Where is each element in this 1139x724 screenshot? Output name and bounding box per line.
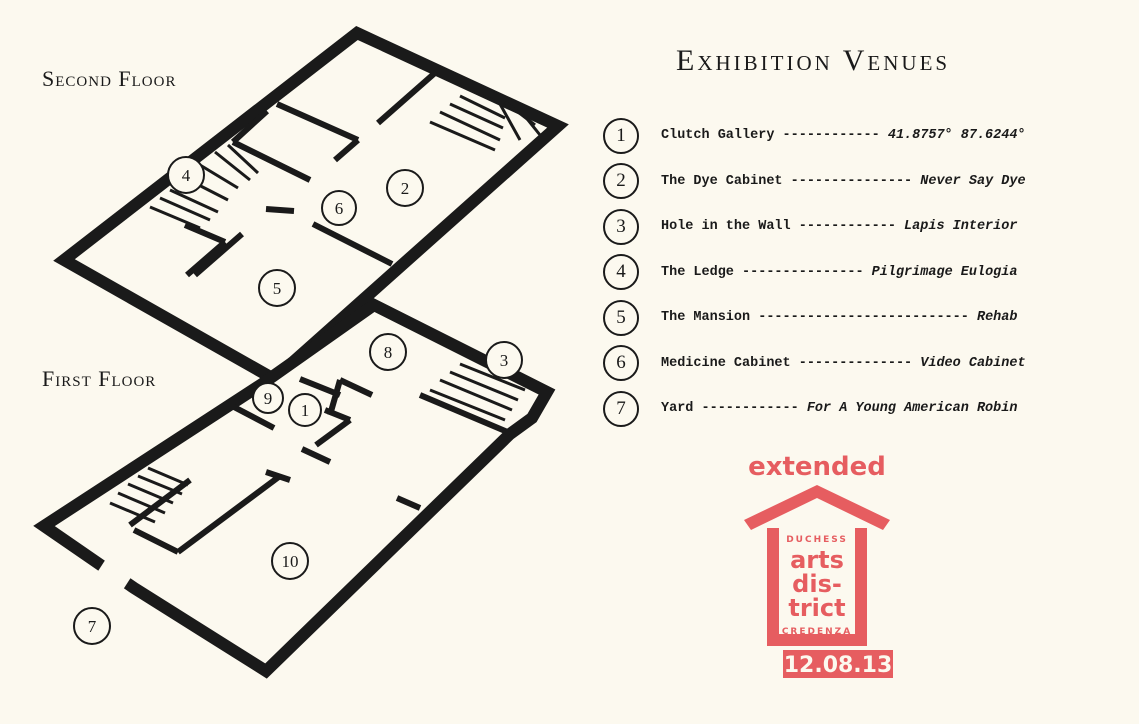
venue-name: Hole in the Wall: [661, 219, 791, 235]
venue-number: 5: [603, 299, 639, 336]
venue-item: 1 Clutch Gallery ------------ 41.8757° 87…: [603, 113, 1123, 159]
venue-leader: ---------------: [733, 264, 872, 280]
venue-item: 4 The Ledge --------------- Pilgrimage Eu…: [603, 250, 1123, 296]
venue-number: 7: [603, 390, 639, 427]
venue-item: 6 Medicine Cabinet -------------- Video C…: [603, 341, 1123, 387]
map-marker-number: 10: [282, 552, 299, 571]
map-marker-circle: [252, 382, 284, 414]
page-title: Exhibition Venues: [676, 44, 951, 77]
venue-item: 7 Yard ------------ For A Young American …: [603, 386, 1123, 432]
second-floor-walls: [183, 69, 438, 278]
first-floor-label: First Floor: [42, 366, 157, 391]
stamp-line1: arts: [790, 546, 844, 574]
venue-number: 6: [603, 345, 639, 382]
venue-text: The Ledge --------------- Pilgrimage Eul…: [661, 265, 1017, 280]
map-marker-number: 8: [384, 343, 393, 362]
stamp-date: 12.08.13: [784, 653, 893, 678]
venue-name: Clutch Gallery: [661, 128, 775, 144]
first-floor-outline: [33, 298, 556, 679]
venue-detail: 41.8757° 87.6244°: [887, 128, 1026, 144]
venue-detail: Rehab: [976, 310, 1018, 326]
venue-name: Yard: [661, 401, 694, 417]
stamp-line2: dis-: [792, 570, 842, 598]
venue-detail: Lapis Interior: [904, 219, 1018, 235]
venue-detail: Never Say Dye: [920, 173, 1026, 189]
venue-text: Medicine Cabinet -------------- Video Ca…: [661, 356, 1026, 371]
venue-name: The Ledge: [661, 264, 734, 280]
map-marker-number: 3: [500, 351, 509, 370]
venue-leader: --------------------------: [750, 310, 977, 326]
stamp-small-top: DUCHESS: [786, 535, 848, 545]
venue-name: The Dye Cabinet: [661, 173, 783, 189]
map-marker-number: 9: [264, 389, 273, 408]
first-floor-walls: [128, 376, 512, 555]
map-marker-circle: [386, 169, 424, 207]
venue-number: 3: [603, 208, 639, 245]
venue-item: 2 The Dye Cabinet --------------- Never S…: [603, 159, 1123, 205]
venue-leader: ---------------: [782, 173, 921, 189]
map-marker-circle: [369, 333, 407, 371]
venue-detail: Pilgrimage Eulogia: [871, 264, 1018, 280]
map-marker-circle: [271, 542, 309, 580]
venue-number: 1: [603, 117, 639, 154]
stamp-line3: trict: [788, 594, 845, 622]
map-marker-number: 4: [182, 166, 191, 185]
map-markers: 1 2 3 4 5 6 7 8 9 10: [73, 156, 523, 645]
venue-item: 3 Hole in the Wall ------------ Lapis Int…: [603, 204, 1123, 250]
second-floor-label: Second Floor: [42, 66, 177, 91]
venue-detail: Video Cabinet: [920, 355, 1026, 371]
venue-item: 5 The Mansion -------------------------- …: [603, 295, 1123, 341]
stamp-top-text: extended: [748, 452, 886, 482]
venue-text: Hole in the Wall ------------ Lapis Inte…: [661, 219, 1017, 234]
venue-leader: ------------: [774, 128, 888, 144]
map-marker-circle: [321, 190, 357, 226]
stamp-small-bottom: CREDENZA: [782, 627, 852, 637]
venue-detail: For A Young American Robin: [806, 401, 1018, 417]
stairs-icon: [429, 88, 542, 152]
venue-name: The Mansion: [661, 310, 751, 326]
map-marker-circle: [73, 607, 111, 645]
arts-district-stamp: extended DUCHESS arts dis- trict CREDENZ…: [744, 452, 893, 678]
venue-text: Clutch Gallery ------------ 41.8757° 87.…: [661, 128, 1026, 143]
map-marker-circle: [167, 156, 205, 194]
venue-number: 2: [603, 163, 639, 200]
map-marker-number: 5: [273, 279, 282, 298]
venue-text: The Dye Cabinet --------------- Never Sa…: [661, 174, 1026, 189]
venue-name: Medicine Cabinet: [661, 355, 791, 371]
venue-leader: ------------: [693, 401, 807, 417]
map-marker-number: 2: [401, 179, 410, 198]
map-marker-circle: [288, 393, 322, 427]
map-marker-circle: [258, 269, 296, 307]
venue-list: 1 Clutch Gallery ------------ 41.8757° 87…: [603, 113, 1123, 432]
venue-leader: ------------: [790, 219, 905, 235]
venue-text: Yard ------------ For A Young American R…: [661, 401, 1017, 416]
venue-text: The Mansion -------------------------- R…: [661, 310, 1017, 325]
venue-leader: --------------: [790, 355, 921, 371]
map-marker-number: 6: [335, 199, 344, 218]
map-marker-circle: [485, 341, 523, 379]
map-marker-number: 1: [301, 401, 310, 420]
map-marker-number: 7: [88, 617, 97, 636]
venue-number: 4: [603, 254, 639, 291]
